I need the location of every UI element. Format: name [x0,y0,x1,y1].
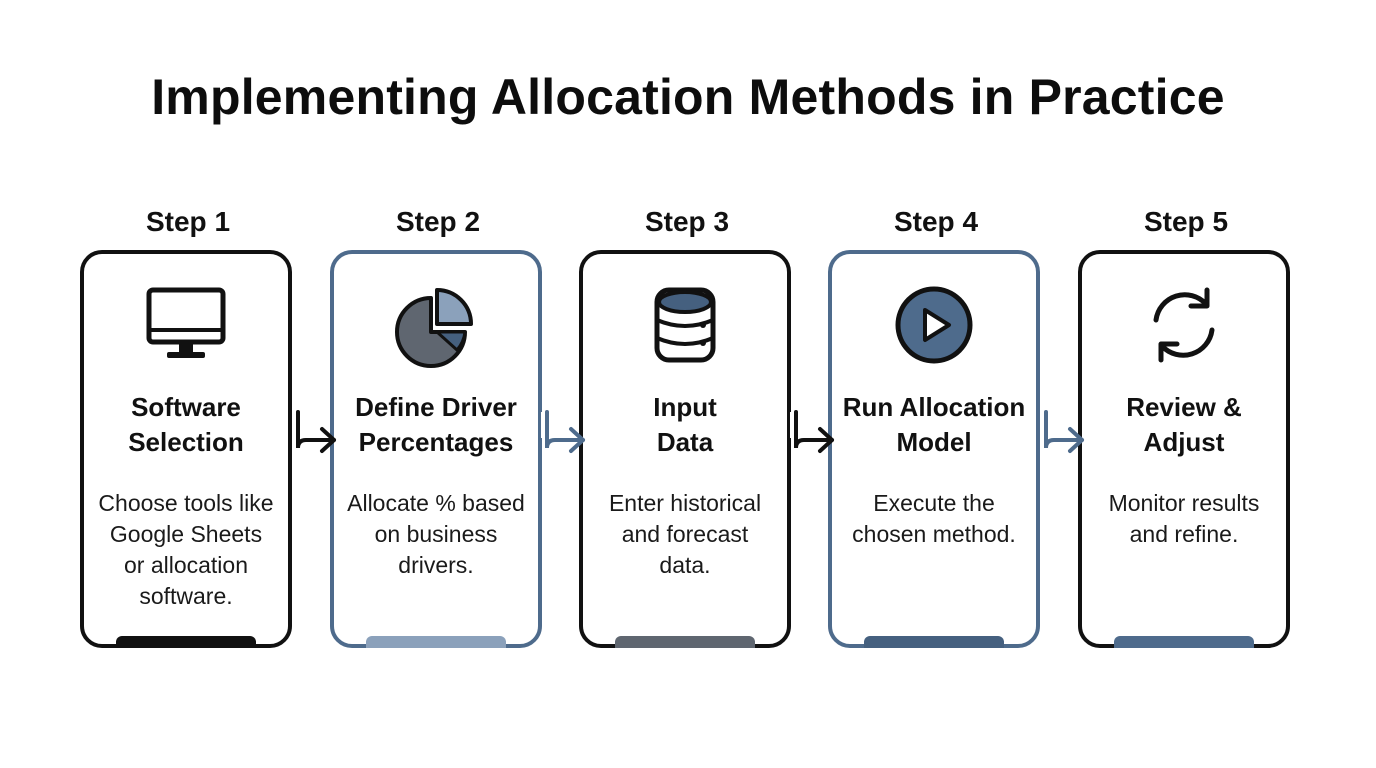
step-2-label: Step 2 [395,206,481,237]
step-1-accent-bar [116,636,256,648]
step-3-label: Step 3 [644,206,730,237]
page-title: Implementing Allocation Methods in Pract… [151,69,1225,125]
step-5-accent-bar [1114,636,1254,648]
step-4-accent-bar [864,636,1004,648]
database-icon [654,287,716,363]
step-4-label: Step 4 [893,206,979,237]
step-5-heading: Review &Adjust [1126,392,1242,457]
refresh-icon [1153,287,1215,363]
pie-chart-icon [395,288,473,368]
play-icon [895,286,973,364]
step-2-accent-bar [366,636,506,648]
step-1-label: Step 1 [145,206,231,237]
step-3-accent-bar [615,636,755,648]
step-5-label: Step 5 [1143,206,1229,237]
monitor-icon [146,287,226,358]
